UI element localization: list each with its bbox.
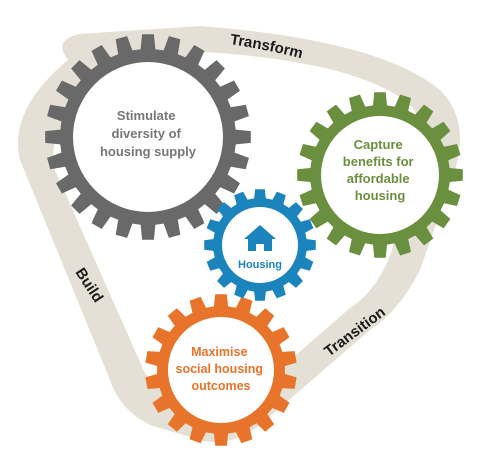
gear-label-social: Maximise social housing outcomes bbox=[176, 345, 267, 393]
gear-label-housing: Housing bbox=[238, 259, 282, 271]
gear-hub bbox=[321, 116, 439, 234]
gear-affordable-housing bbox=[297, 92, 463, 258]
gear-label-supply: Stimulate diversity of housing supply bbox=[100, 108, 197, 159]
gear-hub bbox=[73, 62, 223, 212]
house-icon bbox=[244, 225, 276, 251]
gear-social-housing bbox=[145, 294, 297, 446]
gear-stimulate-supply bbox=[45, 34, 251, 240]
gear-hub bbox=[168, 317, 274, 423]
gear-hub bbox=[222, 207, 298, 283]
gear-housing bbox=[204, 189, 316, 301]
gear-label-affordable: Capture benefits for affordable housing bbox=[343, 137, 417, 203]
